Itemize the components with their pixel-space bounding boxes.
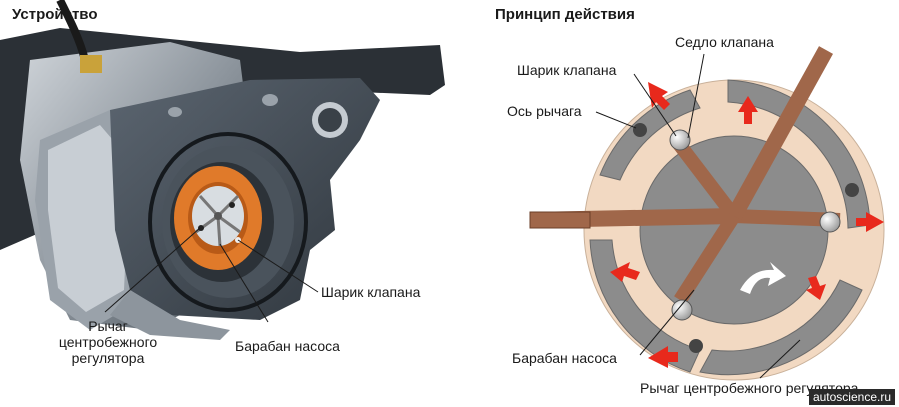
- label-valve-ball-right: Шарик клапана: [517, 62, 617, 78]
- lever-axis-lower: [689, 339, 703, 353]
- arrow-down-right-icon: [806, 276, 826, 300]
- label-pump-drum-right: Барабан насоса: [512, 350, 617, 366]
- label-lever-left: Рычаг центробежного регулятора: [48, 318, 168, 366]
- principle-diagram: [529, 46, 885, 381]
- label-valve-ball-left: Шарик клапана: [321, 284, 421, 300]
- valve-ball-right: [819, 211, 841, 233]
- label-lever-right: Рычаг центробежного регулятора: [640, 380, 859, 396]
- title-device: Устройство: [12, 6, 98, 23]
- arrow-left-icon: [856, 212, 884, 232]
- label-valve-seat: Седло клапана: [675, 34, 774, 50]
- watermark: autoscience.ru: [808, 389, 895, 405]
- label-pump-drum-left: Барабан насоса: [235, 338, 340, 354]
- arrow-down-left-icon: [610, 262, 640, 282]
- arrow-up-right-icon: [738, 96, 758, 124]
- label-lever-line1: Рычаг: [88, 318, 128, 334]
- right-leader-lines: [595, 53, 801, 379]
- pump-drum-disc: [639, 135, 829, 325]
- label-lever-line2: центробежного: [58, 334, 158, 350]
- lever-axis-upper-left: [633, 123, 647, 137]
- label-lever-axis: Ось рычага: [507, 103, 582, 119]
- title-principle: Принцип действия: [495, 6, 635, 23]
- flow-arrows: [610, 82, 884, 368]
- valve-ball-bottom: [671, 299, 693, 321]
- arrow-bottom-left-icon: [648, 346, 678, 368]
- left-leader-lines: [104, 227, 319, 323]
- pump-device-illustration: [0, 0, 445, 340]
- label-lever-line3: регулятора: [71, 350, 145, 366]
- lever-segment-lower-right: [699, 279, 863, 376]
- lever-axis-right: [845, 183, 859, 197]
- rotation-arrow-icon: [740, 262, 786, 294]
- valve-ball-top: [669, 129, 691, 151]
